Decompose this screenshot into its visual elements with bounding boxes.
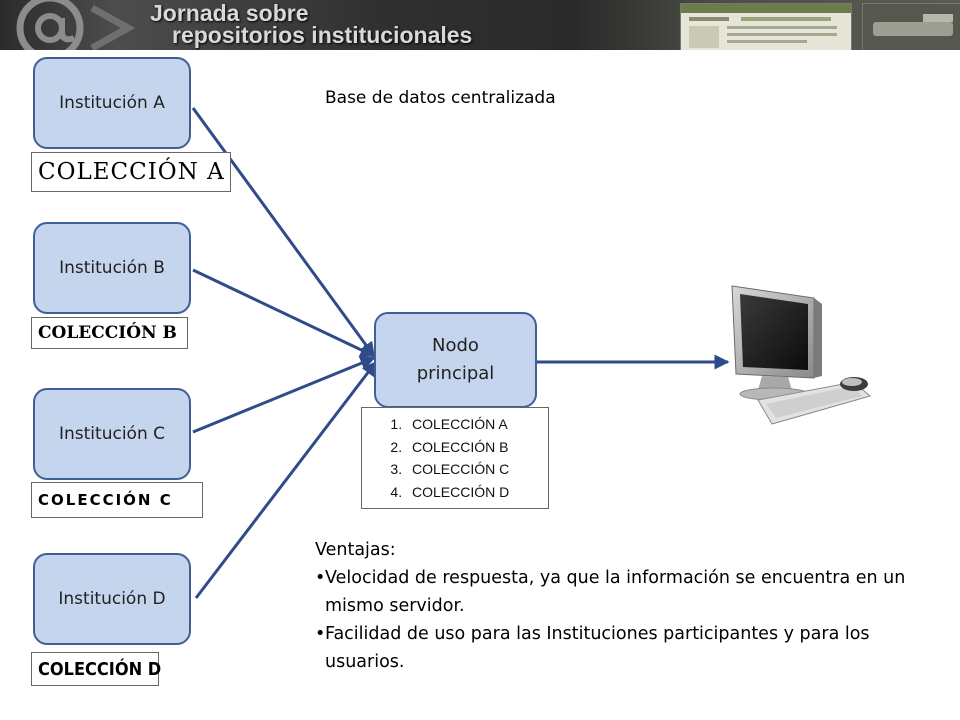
collection-b-label: Colección B	[31, 317, 188, 349]
advantage-item: Velocidad de respuesta, ya que la inform…	[315, 564, 935, 620]
list-item: COLECCIÓN C	[406, 458, 548, 481]
institution-b-label: Institución B	[59, 258, 165, 278]
header-banner: Jornada sobre repositorios institucional…	[0, 0, 960, 50]
header-title-line1: Jornada sobre	[150, 0, 309, 26]
arrow-a-to-node	[191, 107, 376, 358]
main-node: Nodo principal	[374, 312, 537, 408]
list-item: COLECCIÓN A	[406, 413, 548, 436]
website-thumbnail-2	[862, 3, 960, 50]
institution-a-node: Institución A	[33, 57, 191, 149]
institution-c-node: Institución C	[33, 388, 191, 480]
institution-c-label: Institución C	[59, 424, 165, 444]
main-node-line2: principal	[416, 363, 495, 384]
institution-d-label: Institución D	[58, 589, 166, 609]
institution-d-node: Institución D	[33, 553, 191, 645]
advantages-section: Ventajas: Velocidad de respuesta, ya que…	[315, 536, 935, 676]
collection-d-label: COLECCIÓN D	[31, 652, 161, 686]
advantages-heading: Ventajas:	[315, 540, 396, 560]
website-thumbnail	[680, 3, 852, 50]
central-database-label: Base de datos centralizada	[325, 88, 556, 108]
arrow-d-to-node	[194, 360, 378, 599]
node-collections-list: COLECCIÓN A COLECCIÓN B COLECCIÓN C COLE…	[361, 407, 549, 509]
list-item: COLECCIÓN B	[406, 436, 548, 459]
header-title: Jornada sobre repositorios institucional…	[150, 0, 473, 48]
arrow-b-to-node	[192, 268, 376, 358]
institution-b-node: Institución B	[33, 222, 191, 314]
main-node-line1: Nodo	[432, 335, 479, 356]
institution-a-label: Institución A	[59, 93, 165, 113]
collection-a-label: Colección A	[31, 152, 231, 192]
header-title-line2: repositorios institucionales	[172, 22, 473, 48]
advantage-item: Facilidad de uso para las Instituciones …	[315, 620, 935, 676]
desktop-computer-icon	[731, 285, 872, 425]
collection-c-label: COLECCIÓN C	[31, 482, 203, 518]
arrow-c-to-node	[192, 356, 376, 434]
at-sign-logo	[16, 0, 136, 50]
list-item: COLECCIÓN D	[406, 481, 548, 504]
